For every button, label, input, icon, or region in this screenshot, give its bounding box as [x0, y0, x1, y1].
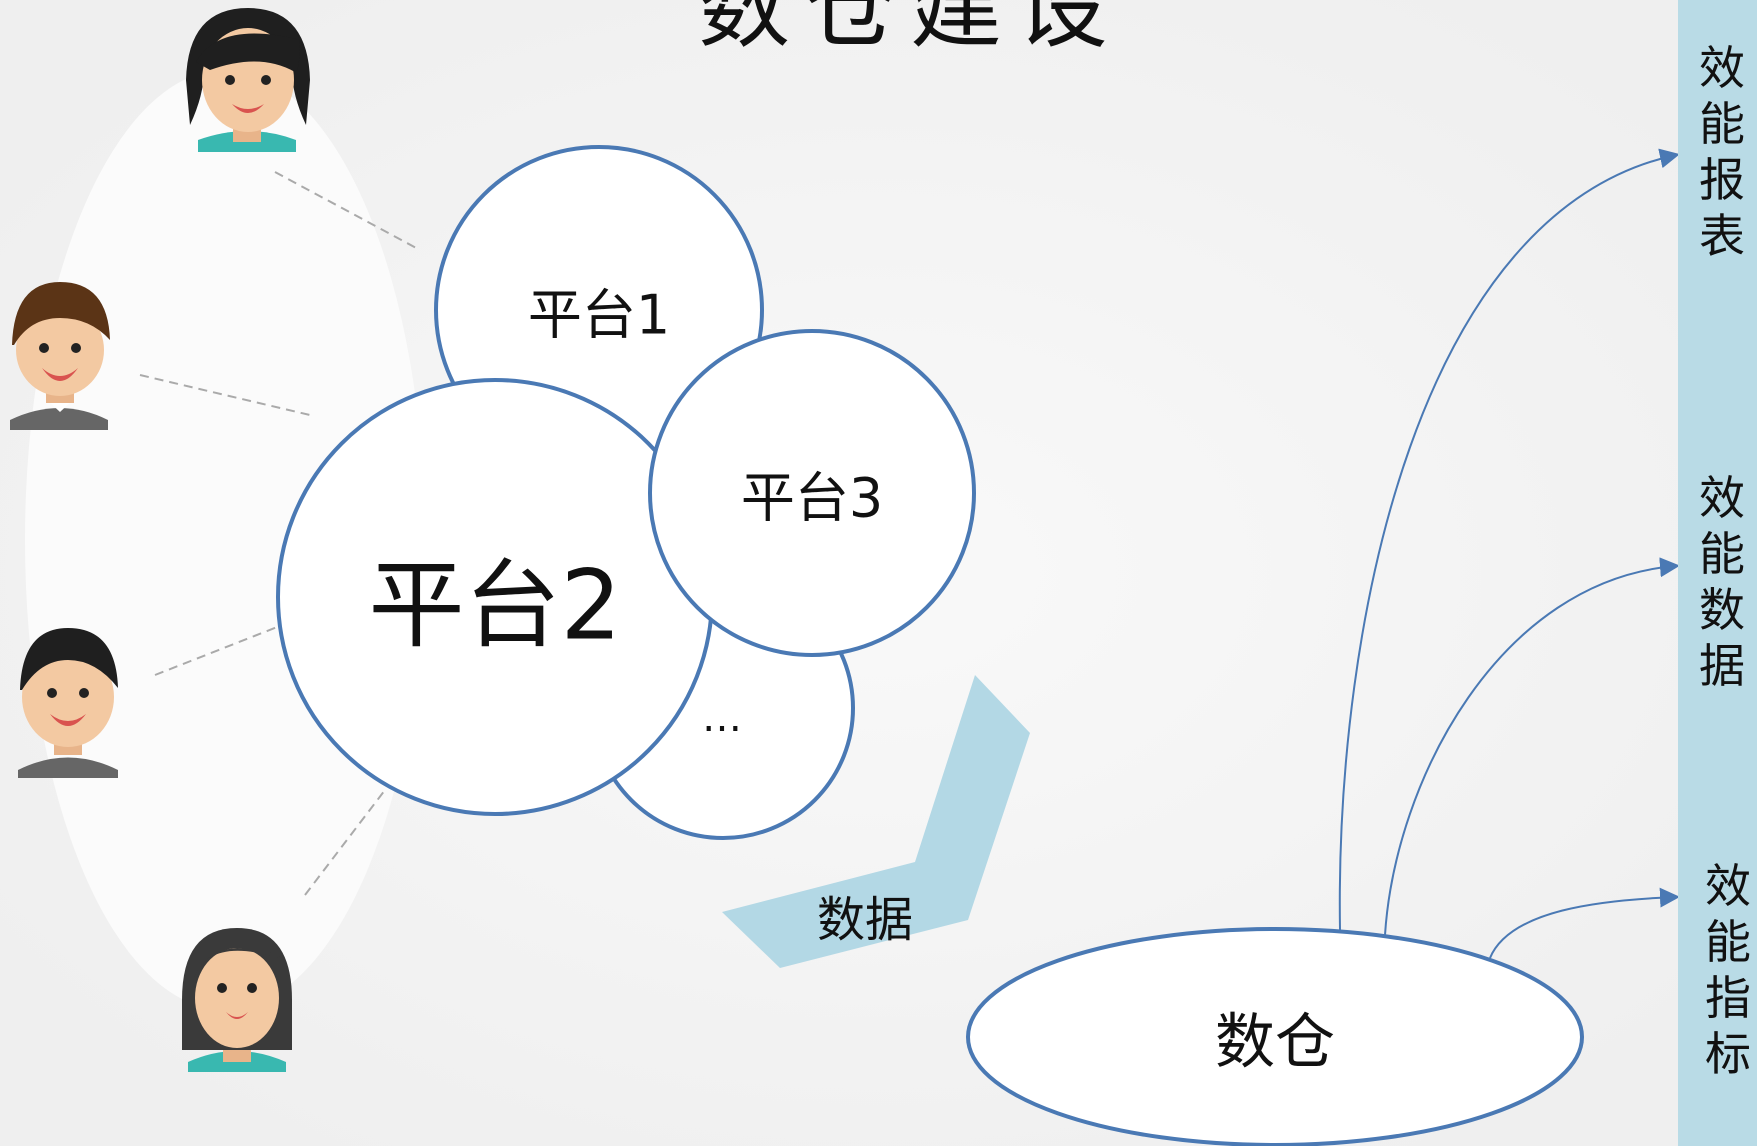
output-data-label: 效能数据	[1699, 471, 1745, 693]
man-avatar-icon	[18, 628, 118, 778]
page-title: 数仓建设	[697, 0, 1122, 61]
output-sidebar	[1678, 0, 1757, 1146]
warehouse-ellipse	[966, 927, 1584, 1146]
woman-avatar-icon	[182, 928, 292, 1072]
woman-avatar-icon	[186, 8, 310, 152]
connector-line-1	[274, 171, 421, 251]
data-flow-arrow	[722, 675, 1030, 968]
warehouse-label: 数仓	[1215, 1007, 1335, 1078]
man-avatar-icon	[10, 282, 110, 430]
data-arrow-label: 数据	[816, 892, 914, 948]
connector-line-3	[154, 621, 291, 676]
dashed-connectors	[139, 171, 421, 896]
curve-to-report	[1338, 148, 1680, 931]
platform-3-circle	[648, 329, 976, 657]
curve-to-metrics	[1489, 887, 1680, 959]
platform-1-label: 平台1	[527, 283, 671, 347]
output-report-label: 效能报表	[1699, 41, 1745, 263]
curve-to-data	[1384, 557, 1680, 936]
people-group-ellipse	[25, 70, 425, 1010]
platform-3-label: 平台3	[740, 466, 884, 530]
platform-2-label: 平台2	[368, 549, 622, 662]
platform-more-label: …	[702, 695, 742, 741]
connector-line-4	[304, 789, 386, 896]
output-metrics-label: 效能指标	[1705, 859, 1751, 1081]
